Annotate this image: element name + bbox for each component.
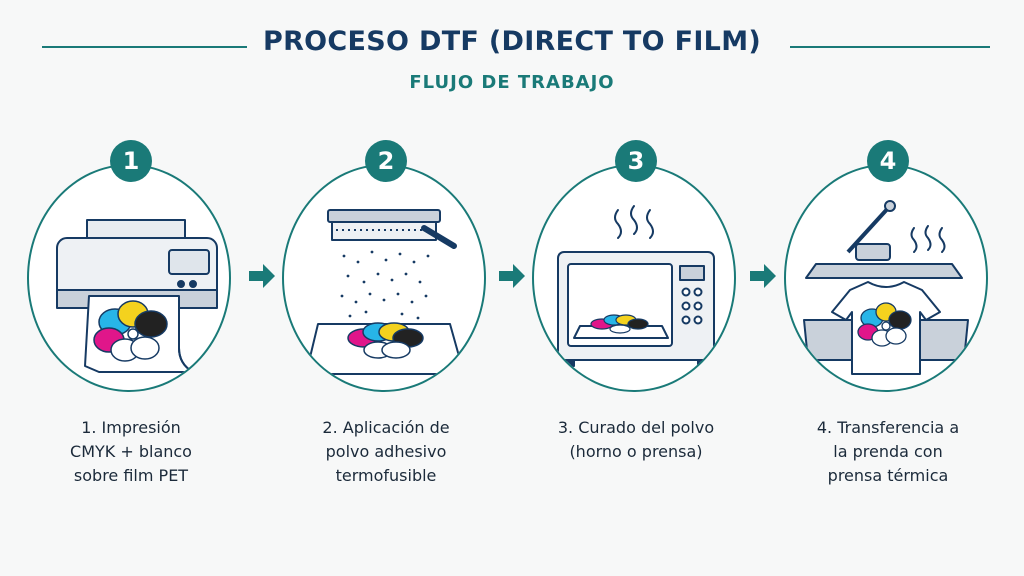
caption-line: 3. Curado del polvo [557,418,715,437]
page-title: PROCESO DTF (DIRECT TO FILM) [263,26,761,57]
caption-line: 2. Aplicación de [322,418,450,437]
caption-line: (horno o prensa) [569,442,703,461]
title-rule-right [790,46,990,48]
arrow-right-icon [247,262,277,290]
step-number-badge: 4 [867,140,909,182]
arrow-right-icon [497,262,527,290]
caption-line: CMYK + blanco [70,442,192,461]
step-number-badge: 1 [110,140,152,182]
step-4: 4 [778,140,998,560]
oven-icon [557,205,715,367]
header: PROCESO DTF (DIRECT TO FILM) FLUJO DE TR… [0,0,1024,110]
step-2: 2 [276,140,496,560]
caption-line: prensa térmica [827,466,949,485]
step-caption: 1. Impresión CMYK + blanco sobre film PE… [6,416,256,488]
heat-press-icon [803,200,969,375]
caption-line: la prenda con [833,442,943,461]
step-caption: 3. Curado del polvo (horno o prensa) [511,416,761,464]
caption-line: termofusible [335,466,437,485]
powder-shaker-icon [305,209,465,375]
title-rule-left [42,46,247,48]
caption-line: polvo adhesivo [325,442,447,461]
printer-icon [56,219,218,373]
page-subtitle: FLUJO DE TRABAJO [409,72,615,93]
step-1: 1 1. Impresión [21,140,241,560]
step-illustration [784,164,988,392]
step-illustration [532,164,736,392]
step-number-badge: 2 [365,140,407,182]
step-illustration [27,164,231,392]
step-illustration [282,164,486,392]
step-3: 3 [526,140,746,560]
caption-line: sobre film PET [73,466,189,485]
arrow-right-icon [748,262,778,290]
caption-line: 1. Impresión [81,418,181,437]
step-caption: 4. Transferencia a la prenda con prensa … [763,416,1013,488]
step-caption: 2. Aplicación de polvo adhesivo termofus… [261,416,511,488]
caption-line: 4. Transferencia a [816,418,960,437]
step-number-badge: 3 [615,140,657,182]
